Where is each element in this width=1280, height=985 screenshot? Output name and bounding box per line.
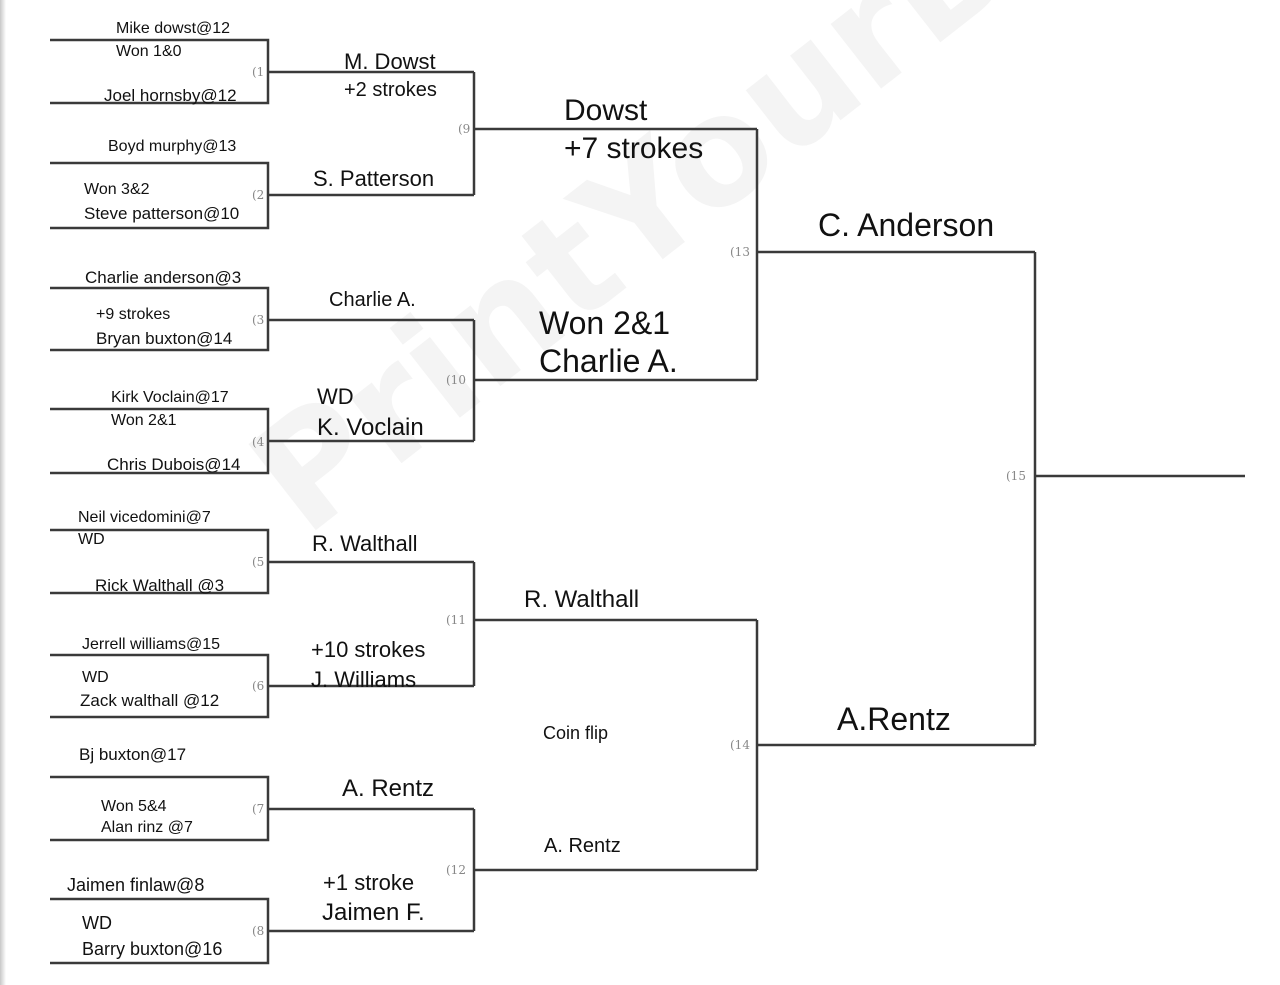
match-number-9: (9 — [458, 122, 471, 136]
r3-m13b-winner: Charlie A. — [539, 343, 678, 379]
r2-m10-winner: Charlie A. — [329, 289, 416, 311]
r1-m8-bottom: Barry buxton@16 — [82, 939, 223, 959]
match-number-5: (5 — [252, 555, 265, 569]
r3-m14b-winner: A. Rentz — [544, 835, 621, 857]
match-2-lines — [50, 161, 474, 230]
match-6-lines — [50, 653, 474, 719]
match-10-lines — [472, 320, 757, 441]
r2-m9b-winner: S. Patterson — [313, 166, 435, 191]
r1-m5-top: Neil vicedomini@7 — [78, 509, 211, 526]
r1-m5-note: WD — [78, 531, 105, 548]
r1-m4-note: Won 2&1 — [111, 412, 177, 429]
r2-m12b-note: +1 stroke — [323, 870, 415, 895]
r3-m13b-note: Won 2&1 — [539, 305, 671, 341]
match-14-lines — [755, 620, 1035, 870]
r2-m10b-winner: K. Voclain — [317, 414, 424, 441]
r1-m5-bottom: Rick Walthall @3 — [95, 576, 225, 595]
match-number-13: (13 — [730, 245, 750, 259]
match-number-12: (12 — [446, 863, 466, 877]
r3-m14-winner: R. Walthall — [524, 586, 640, 613]
match-number-1: (1 — [252, 65, 265, 79]
match-4-lines — [50, 407, 474, 475]
match-1-lines — [50, 38, 474, 105]
final-bottom-winner: A.Rentz — [837, 701, 951, 737]
r2-m9-winner: M. Dowst — [344, 49, 436, 74]
r1-m3-top: Charlie anderson@3 — [85, 268, 242, 287]
r1-m3-note: +9 strokes — [96, 306, 171, 323]
r1-m2-bottom: Steve patterson@10 — [84, 204, 240, 223]
match-7-lines — [50, 775, 474, 842]
match-8-lines — [50, 897, 474, 965]
r2-m12-winner: A. Rentz — [342, 775, 435, 802]
r1-m6-bottom: Zack walthall @12 — [80, 691, 220, 710]
r2-m11b-note: +10 strokes — [311, 637, 426, 662]
r1-m1-note: Won 1&0 — [116, 43, 182, 60]
r1-m7-note: Won 5&4 — [101, 798, 167, 815]
match-9-lines — [472, 72, 757, 195]
match-15-lines — [1033, 252, 1245, 745]
match-number-8: (8 — [252, 924, 265, 938]
r2-m12b-winner: Jaimen F. — [322, 899, 425, 926]
final-top-winner: C. Anderson — [818, 207, 995, 243]
r1-m4-bottom: Chris Dubois@14 — [107, 455, 241, 474]
match-number-14: (14 — [730, 738, 750, 752]
match-number-2: (2 — [252, 188, 265, 202]
r1-m1-top: Mike dowst@12 — [116, 20, 231, 37]
match-13-lines — [755, 129, 1035, 380]
r1-m6-note: WD — [82, 669, 109, 686]
r1-m3-bottom: Bryan buxton@14 — [96, 329, 233, 348]
match-12-lines — [472, 809, 757, 931]
r1-m7-top: Bj buxton@17 — [79, 745, 187, 764]
match-number-7: (7 — [252, 802, 265, 816]
match-number-11: (11 — [446, 613, 466, 627]
r1-m6-top: Jerrell williams@15 — [82, 636, 221, 653]
match-3-lines — [50, 286, 474, 352]
match-number-3: (3 — [252, 313, 265, 327]
r3-m13-winner: Dowst — [564, 94, 648, 127]
match-number-15: (15 — [1006, 469, 1026, 483]
match-11-lines — [472, 562, 757, 686]
r2-m9-note: +2 strokes — [344, 79, 437, 101]
r3-m13-note: +7 strokes — [564, 132, 704, 165]
r1-m4-top: Kirk Voclain@17 — [111, 389, 229, 406]
r1-m7-bottom: Alan rinz @7 — [101, 819, 193, 836]
r1-m2-note: Won 3&2 — [84, 181, 150, 198]
match-number-6: (6 — [252, 679, 265, 693]
r1-m2-top: Boyd murphy@13 — [108, 138, 237, 155]
r2-m10b-note: WD — [317, 384, 354, 409]
r2-m11-winner: R. Walthall — [312, 531, 418, 556]
r1-m8-note: WD — [82, 913, 112, 933]
r2-m11b-winner: J. Williams — [311, 667, 417, 692]
match-number-4: (4 — [252, 435, 265, 449]
r3-m14-note: Coin flip — [543, 723, 609, 743]
r1-m8-top: Jaimen finlaw@8 — [67, 875, 205, 895]
r1-m1-bottom: Joel hornsby@12 — [104, 86, 237, 105]
page-edge-shadow — [0, 0, 6, 985]
match-number-10: (10 — [446, 373, 466, 387]
match-5-lines — [50, 528, 474, 595]
